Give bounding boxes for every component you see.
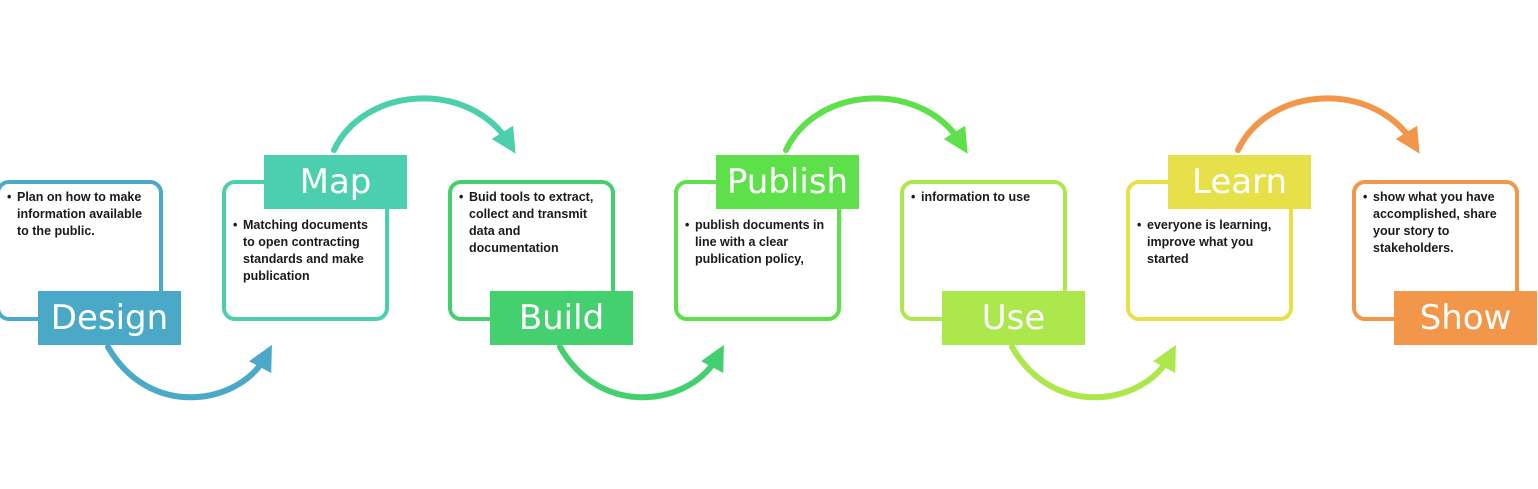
step-use-description: information to use bbox=[911, 189, 1058, 206]
step-design-label: Design bbox=[38, 291, 181, 345]
step-learn-label: Learn bbox=[1168, 155, 1311, 209]
step-publish-label: Publish bbox=[716, 155, 859, 209]
step-learn-description: everyone is learning, improve what you s… bbox=[1137, 217, 1284, 268]
step-design-description: Plan on how to make information availabl… bbox=[7, 189, 154, 240]
step-show-label: Show bbox=[1394, 291, 1537, 345]
step-show-description: show what you have accomplished, share y… bbox=[1363, 189, 1510, 257]
arrow-learn-to-show bbox=[1235, 95, 1420, 154]
arrow-use-to-learn bbox=[1009, 344, 1176, 401]
step-build-description: Buid tools to extract, collect and trans… bbox=[459, 189, 606, 257]
arrow-map-to-build bbox=[331, 95, 516, 154]
arrow-publish-to-use bbox=[783, 95, 968, 154]
arrow-design-to-map bbox=[105, 344, 272, 401]
step-map-description: Matching documents to open contracting s… bbox=[233, 217, 380, 285]
step-publish-description: publish documents in line with a clear p… bbox=[685, 217, 832, 268]
step-map-label: Map bbox=[264, 155, 407, 209]
step-use-label: Use bbox=[942, 291, 1085, 345]
step-build-label: Build bbox=[490, 291, 633, 345]
arrow-build-to-publish bbox=[557, 344, 724, 401]
